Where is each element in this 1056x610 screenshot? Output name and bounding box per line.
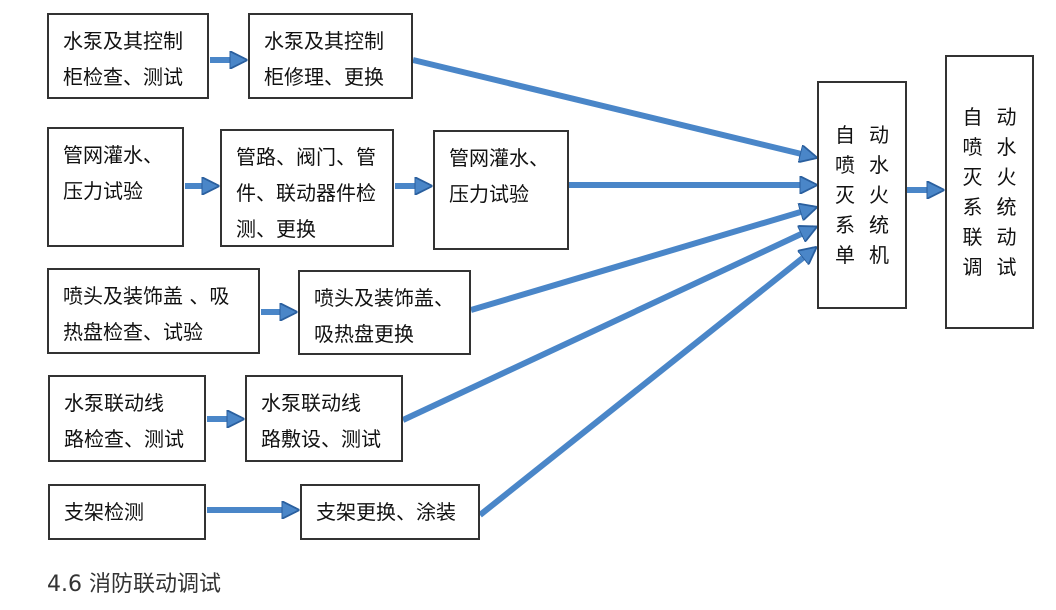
node-text: 路敷设、测试 [261,427,381,451]
node-text: 喷水 [835,153,903,177]
node-text: 水泵联动线 [261,391,361,415]
node-text: 压力试验 [63,179,143,203]
node-pump-line-install: 水泵联动线路敷设、测试 [245,375,403,462]
node-text: 系统 [835,213,903,237]
node-bracket-replace: 支架更换、涂装 [300,484,480,540]
arrow-b11-c1 [478,249,814,518]
node-text: 测、更换 [236,217,316,241]
node-text: 水泵及其控制 [63,29,183,53]
node-text: 水泵及其控制 [264,29,384,53]
node-text: 柜检查、测试 [63,65,183,89]
node-text: 联动 [962,225,1031,249]
node-text: 支架检测 [64,500,144,524]
node-text: 调试 [962,255,1031,279]
node-text: 喷水 [962,135,1031,159]
arrow-b7-c1 [470,208,814,313]
node-text: 柜修理、更换 [264,65,384,89]
node-pipe-valve-inspect: 管路、阀门、管件、联动器件检测、更换 [220,129,394,247]
node-bracket-inspect: 支架检测 [48,484,206,540]
node-pump-cabinet-repair: 水泵及其控制柜修理、更换 [248,13,413,99]
node-text: 系统 [962,195,1031,219]
node-text: 支架更换、涂装 [316,500,456,524]
node-pipe-pressure-test-2: 管网灌水、压力试验 [433,130,569,250]
node-text: 压力试验 [449,182,529,206]
node-text: 管路、阀门、管 [236,145,376,169]
node-pipe-pressure-test-1: 管网灌水、压力试验 [47,127,184,247]
arrow-b2-c1 [412,57,814,157]
node-text: 灭火 [835,183,903,207]
node-text: 灭火 [962,165,1031,189]
node-pump-line-inspect: 水泵联动线路检查、测试 [48,375,206,462]
node-text: 单机 [835,243,903,267]
node-text: 路检查、测试 [64,427,184,451]
node-text: 喷头及装饰盖、 [314,286,454,310]
node-pump-cabinet-inspect: 水泵及其控制柜检查、测试 [47,13,209,99]
section-caption: 4.6 消防联动调试 [47,572,221,597]
node-text: 喷头及装饰盖 、吸 [63,284,230,308]
node-sprinkler-inspect: 喷头及装饰盖 、吸热盘检查、试验 [47,268,260,354]
node-text: 管网灌水、 [63,143,163,167]
node-sprinkler-replace: 喷头及装饰盖、吸热盘更换 [298,270,471,355]
node-text: 件、联动器件检 [236,181,376,205]
node-sprinkler-linkage-test: 自动 喷水 灭火 系统 联动 调试 [945,55,1034,329]
arrow-b9-c1 [401,228,814,423]
node-text: 热盘检查、试验 [63,320,203,344]
node-sprinkler-single-test: 自动 喷水 灭火 系统 单机 [817,81,907,309]
node-text: 自动 [962,105,1031,129]
node-text: 水泵联动线 [64,391,164,415]
node-text: 管网灌水、 [449,146,549,170]
node-text: 吸热盘更换 [314,322,414,346]
node-text: 自动 [835,123,903,147]
